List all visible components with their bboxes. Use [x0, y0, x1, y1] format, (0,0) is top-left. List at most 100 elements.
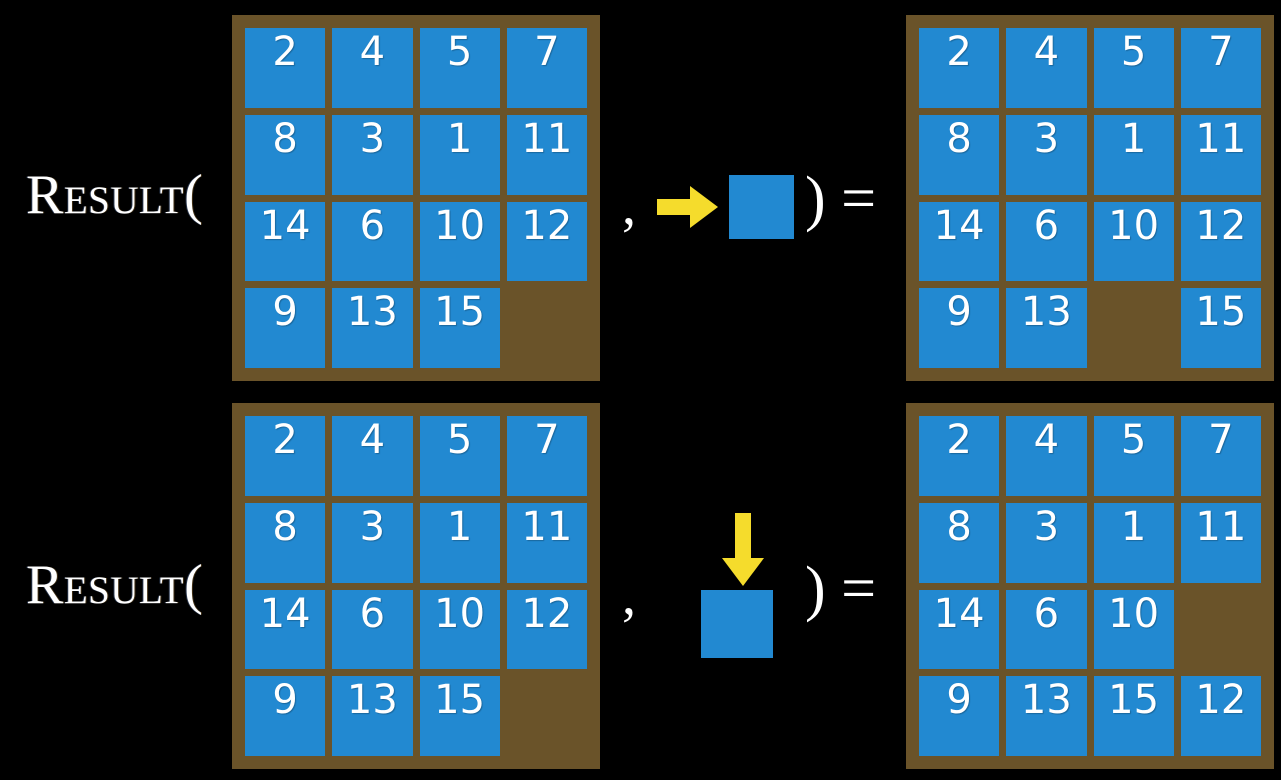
- tile-cell: 8: [919, 502, 1000, 583]
- puzzle-tile[interactable]: 6: [1006, 589, 1087, 670]
- puzzle-tile[interactable]: 5: [1093, 28, 1174, 108]
- puzzle-tile[interactable]: 6: [332, 201, 413, 282]
- puzzle-grid: 2 4 5 7 8 3 1 11 14 6 10 9 13 15 12: [919, 416, 1261, 756]
- input-board-row-2: 2 4 5 7 8 3 1 11 14 6 10 12 9 13 15: [232, 403, 600, 769]
- puzzle-tile[interactable]: 7: [1180, 28, 1261, 108]
- puzzle-tile[interactable]: 10: [419, 201, 500, 282]
- puzzle-tile[interactable]: 3: [332, 502, 413, 583]
- puzzle-tile[interactable]: 15: [1180, 288, 1261, 368]
- puzzle-tile[interactable]: 8: [919, 114, 1000, 195]
- puzzle-tile[interactable]: 6: [332, 589, 413, 670]
- tile-cell: 9: [919, 676, 1000, 756]
- tile-cell: 2: [245, 28, 326, 108]
- tile-cell: 6: [1006, 201, 1087, 282]
- tile-cell: 15: [419, 676, 500, 756]
- operator-area-row-2: , ) =: [600, 390, 906, 780]
- puzzle-tile[interactable]: 4: [1006, 416, 1087, 496]
- puzzle-tile[interactable]: 14: [919, 201, 1000, 282]
- puzzle-tile[interactable]: 2: [919, 416, 1000, 496]
- puzzle-tile[interactable]: 7: [506, 28, 587, 108]
- tile-cell: 14: [919, 589, 1000, 670]
- puzzle-tile[interactable]: 14: [919, 589, 1000, 670]
- puzzle-blank-tile[interactable]: [1181, 590, 1261, 670]
- puzzle-tile[interactable]: 1: [419, 114, 500, 195]
- puzzle-tile[interactable]: 13: [332, 676, 413, 756]
- puzzle-tile[interactable]: 1: [1093, 114, 1174, 195]
- output-board-row-2: 2 4 5 7 8 3 1 11 14 6 10 9 13 15 12: [906, 403, 1274, 769]
- puzzle-tile[interactable]: 12: [506, 589, 587, 670]
- puzzle-tile[interactable]: 10: [1093, 201, 1174, 282]
- tile-cell: 7: [506, 28, 587, 108]
- puzzle-tile[interactable]: 12: [1180, 201, 1261, 282]
- puzzle-tile[interactable]: 11: [1180, 114, 1261, 195]
- puzzle-grid: 2 4 5 7 8 3 1 11 14 6 10 12 9 13 15: [919, 28, 1261, 368]
- puzzle-tile[interactable]: 6: [1006, 201, 1087, 282]
- puzzle-tile[interactable]: 8: [245, 114, 326, 195]
- puzzle-tile[interactable]: 7: [1180, 416, 1261, 496]
- tile-cell: 8: [245, 114, 326, 195]
- tile-cell: 11: [1180, 502, 1261, 583]
- close-paren-equals: ) =: [805, 165, 877, 233]
- puzzle-blank-tile[interactable]: [507, 288, 587, 368]
- puzzle-tile[interactable]: 15: [419, 288, 500, 368]
- puzzle-tile[interactable]: 13: [1006, 676, 1087, 756]
- tile-cell: 14: [245, 201, 326, 282]
- tile-cell: 11: [506, 502, 587, 583]
- tile-cell: 7: [1180, 416, 1261, 496]
- tile-cell: 2: [919, 416, 1000, 496]
- puzzle-tile[interactable]: 1: [1093, 502, 1174, 583]
- puzzle-tile[interactable]: 11: [506, 114, 587, 195]
- puzzle-tile[interactable]: 10: [419, 589, 500, 670]
- puzzle-tile[interactable]: 8: [245, 502, 326, 583]
- tile-cell: 13: [1006, 288, 1087, 368]
- puzzle-tile[interactable]: 3: [332, 114, 413, 195]
- puzzle-tile[interactable]: 1: [419, 502, 500, 583]
- arrow-shaft: [735, 513, 751, 561]
- puzzle-tile[interactable]: 12: [506, 201, 587, 282]
- equation-row-1: Result( 2 4 5 7 8 3 1 11 14 6 10 12 9 13…: [26, 15, 1274, 381]
- puzzle-tile[interactable]: 5: [1093, 416, 1174, 496]
- close-paren-equals: ) =: [805, 555, 877, 623]
- puzzle-tile[interactable]: 4: [1006, 28, 1087, 108]
- puzzle-tile[interactable]: 15: [1093, 676, 1174, 756]
- tile-cell: 10: [419, 589, 500, 670]
- tile-cell: 12: [1180, 676, 1261, 756]
- tile-cell: 4: [1006, 28, 1087, 108]
- tile-cell: 12: [506, 201, 587, 282]
- tile-cell: 13: [332, 288, 413, 368]
- puzzle-tile[interactable]: 9: [919, 288, 1000, 368]
- puzzle-tile[interactable]: 3: [1006, 502, 1087, 583]
- puzzle-tile[interactable]: 7: [506, 416, 587, 496]
- puzzle-tile[interactable]: 11: [506, 502, 587, 583]
- puzzle-blank-tile[interactable]: [507, 676, 587, 756]
- puzzle-tile[interactable]: 13: [332, 288, 413, 368]
- puzzle-tile[interactable]: 5: [419, 28, 500, 108]
- puzzle-tile[interactable]: 2: [245, 28, 326, 108]
- tile-cell: 1: [419, 114, 500, 195]
- puzzle-tile[interactable]: 9: [245, 288, 326, 368]
- puzzle-tile[interactable]: 3: [1006, 114, 1087, 195]
- tile-cell: 9: [245, 676, 326, 756]
- tile-cell: 14: [919, 201, 1000, 282]
- tile-cell: 5: [419, 28, 500, 108]
- puzzle-tile[interactable]: 9: [919, 676, 1000, 756]
- puzzle-tile[interactable]: 13: [1006, 288, 1087, 368]
- puzzle-tile[interactable]: 10: [1093, 589, 1174, 670]
- puzzle-tile[interactable]: 14: [245, 589, 326, 670]
- puzzle-tile[interactable]: 11: [1180, 502, 1261, 583]
- puzzle-tile[interactable]: 2: [919, 28, 1000, 108]
- puzzle-tile[interactable]: 8: [919, 502, 1000, 583]
- puzzle-tile[interactable]: 9: [245, 676, 326, 756]
- puzzle-tile[interactable]: 5: [419, 416, 500, 496]
- arrow-down-icon: [722, 513, 764, 588]
- puzzle-tile[interactable]: 14: [245, 201, 326, 282]
- puzzle-tile[interactable]: 4: [332, 28, 413, 108]
- puzzle-tile[interactable]: 12: [1180, 676, 1261, 756]
- puzzle-blank-tile[interactable]: [1094, 288, 1174, 368]
- puzzle-tile[interactable]: 15: [419, 676, 500, 756]
- puzzle-tile[interactable]: 2: [245, 416, 326, 496]
- puzzle-tile[interactable]: 4: [332, 416, 413, 496]
- tile-cell: 6: [332, 201, 413, 282]
- equation-row-2: Result( 2 4 5 7 8 3 1 11 14 6 10 12 9 13…: [0, 390, 1281, 780]
- tile-cell: 12: [1180, 201, 1261, 282]
